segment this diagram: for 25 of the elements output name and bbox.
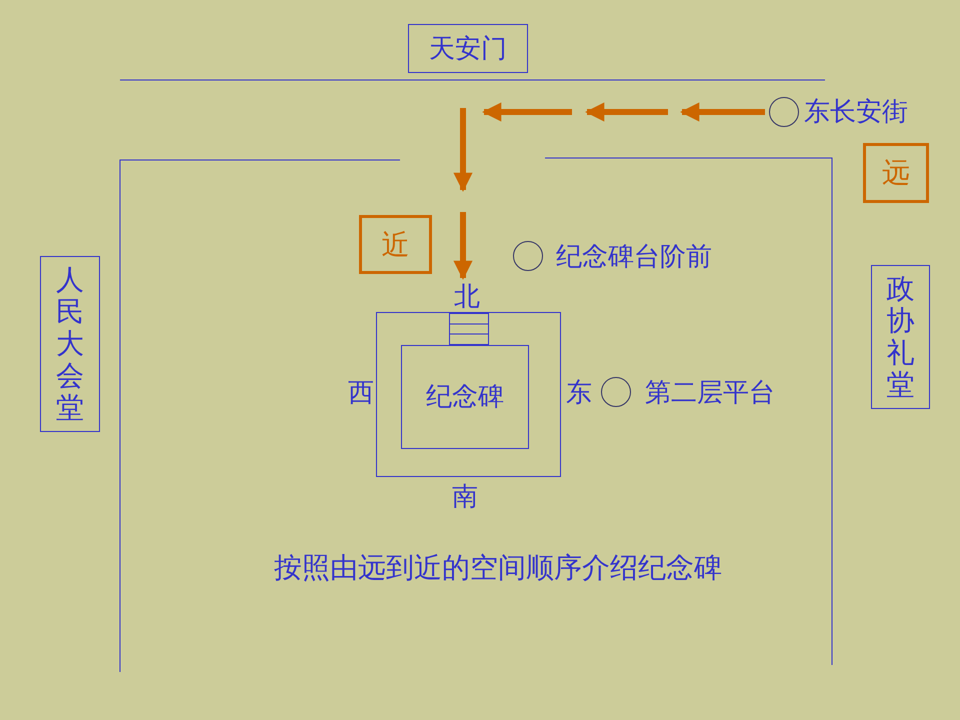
label-box bbox=[376, 312, 561, 477]
marker-circle bbox=[769, 97, 799, 127]
distance-label: 近 bbox=[382, 230, 410, 258]
caption: 按照由远到近的空间顺序介绍纪念碑 bbox=[273, 554, 723, 582]
steps-box bbox=[449, 313, 489, 345]
place-name: 纪念碑 bbox=[426, 384, 504, 410]
place-name: 第二层平台 bbox=[645, 380, 775, 406]
building-name: 人民大会堂 bbox=[56, 264, 84, 424]
marker-circle bbox=[601, 377, 631, 407]
label-box bbox=[408, 24, 528, 73]
place-name: 天安门 bbox=[429, 36, 507, 62]
place-name: 纪念碑台阶前 bbox=[556, 244, 712, 270]
label-box bbox=[401, 345, 529, 449]
highlight-box bbox=[359, 215, 432, 274]
direction-label: 东 bbox=[566, 380, 592, 406]
building-box bbox=[40, 256, 100, 432]
marker-circle bbox=[513, 241, 543, 271]
highlight-box bbox=[863, 143, 929, 203]
direction-label: 北 bbox=[454, 284, 480, 310]
place-name: 东长安街 bbox=[804, 99, 908, 125]
building-box bbox=[871, 265, 930, 409]
building-name: 政协礼堂 bbox=[886, 272, 914, 402]
direction-label: 西 bbox=[348, 380, 374, 406]
direction-label: 南 bbox=[452, 484, 478, 510]
distance-label: 远 bbox=[882, 159, 910, 187]
